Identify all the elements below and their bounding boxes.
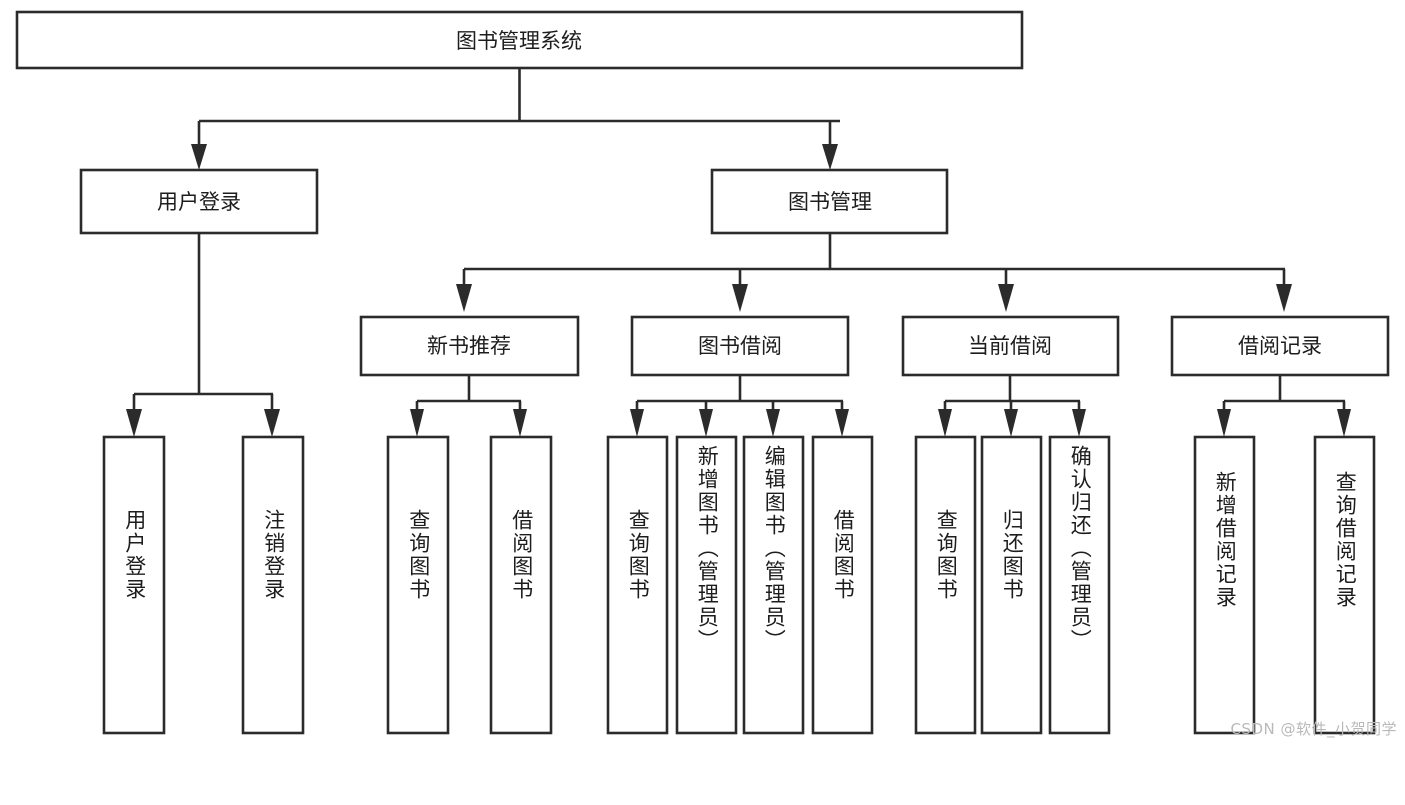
node-book-borrow-box (630, 315, 850, 377)
node-new-book-recommend-box (359, 315, 580, 377)
arrow-head-br-leaf-2 (1337, 409, 1351, 437)
node-root[interactable]: 图书管理系统 (15, 10, 1024, 70)
node-new-book-recommend-label: 新书推荐 (427, 334, 511, 358)
arrow-head-nb-leaf-1 (410, 409, 424, 437)
arrow-head-user-login (191, 144, 207, 170)
node-book-manage-label: 图书管理 (788, 190, 872, 214)
arrow-head-bb-leaf-3 (766, 409, 780, 437)
leaf-box-bb-add-book[interactable] (675, 435, 738, 735)
leaf-box-cb-query-book[interactable] (914, 435, 977, 735)
diagram-canvas: 图书管理系统 用户登录 图书管理 新书推荐 图书借阅 当前借阅 借阅记录 (15, 10, 1397, 738)
arrow-head-cb-leaf-2 (1004, 409, 1018, 437)
arrow-head-bb-leaf-1 (630, 409, 644, 437)
node-book-manage-box (710, 168, 949, 235)
arrow-head-bb-leaf-2 (699, 409, 713, 437)
arrow-head-br-leaf-1 (1217, 409, 1231, 437)
node-current-borrow[interactable]: 当前借阅 (901, 315, 1120, 377)
flowchart-svg: 图书管理系统 用户登录 图书管理 新书推荐 图书借阅 当前借阅 借阅记录 (15, 10, 1390, 735)
node-root-box (15, 10, 1024, 70)
arrow-head-current-borrow (998, 284, 1014, 312)
leaf-box-br-add-record[interactable] (1193, 435, 1256, 735)
leaf-box-layer (102, 435, 1376, 735)
arrow-head-nb-leaf-2 (513, 409, 527, 437)
node-new-book-recommend[interactable]: 新书推荐 (359, 315, 580, 377)
arrow-head-book-borrow (732, 284, 748, 312)
node-borrow-record-label: 借阅记录 (1238, 334, 1322, 358)
leaf-box-nb-borrow-book[interactable] (489, 435, 553, 735)
leaf-box-br-query-record[interactable] (1313, 435, 1376, 735)
arrow-head-cb-leaf-1 (938, 409, 952, 437)
leaf-box-bb-query-book[interactable] (606, 435, 669, 735)
node-book-borrow[interactable]: 图书借阅 (630, 315, 850, 377)
arrow-head-bb-leaf-4 (835, 409, 849, 437)
arrow-head-book-manage (822, 144, 838, 170)
arrow-head-borrow-record (1276, 284, 1292, 312)
node-borrow-record[interactable]: 借阅记录 (1170, 315, 1390, 377)
arrow-head-cb-leaf-3 (1072, 409, 1086, 437)
leaf-box-logout[interactable] (241, 435, 305, 735)
node-root-label: 图书管理系统 (456, 29, 582, 53)
leaf-box-bb-edit-book[interactable] (742, 435, 805, 735)
arrow-head-leaf-logout (264, 409, 280, 437)
arrow-head-new-book (456, 284, 472, 312)
leaf-box-user-login[interactable] (102, 435, 166, 735)
leaf-box-bb-borrow-book[interactable] (811, 435, 874, 735)
node-user-login-box (79, 168, 319, 235)
node-user-login-label: 用户登录 (157, 190, 241, 214)
leaf-box-cb-confirm-return[interactable] (1048, 435, 1111, 735)
arrow-head-leaf-user-login (126, 409, 142, 437)
node-borrow-record-box (1170, 315, 1390, 377)
node-book-borrow-label: 图书借阅 (698, 334, 782, 358)
node-book-manage[interactable]: 图书管理 (710, 168, 949, 235)
node-user-login[interactable]: 用户登录 (79, 168, 319, 235)
leaf-box-nb-query-book[interactable] (386, 435, 450, 735)
leaf-box-cb-return-book[interactable] (980, 435, 1043, 735)
node-current-borrow-label: 当前借阅 (968, 334, 1052, 358)
node-current-borrow-box (901, 315, 1120, 377)
connector-layer (126, 68, 1351, 437)
